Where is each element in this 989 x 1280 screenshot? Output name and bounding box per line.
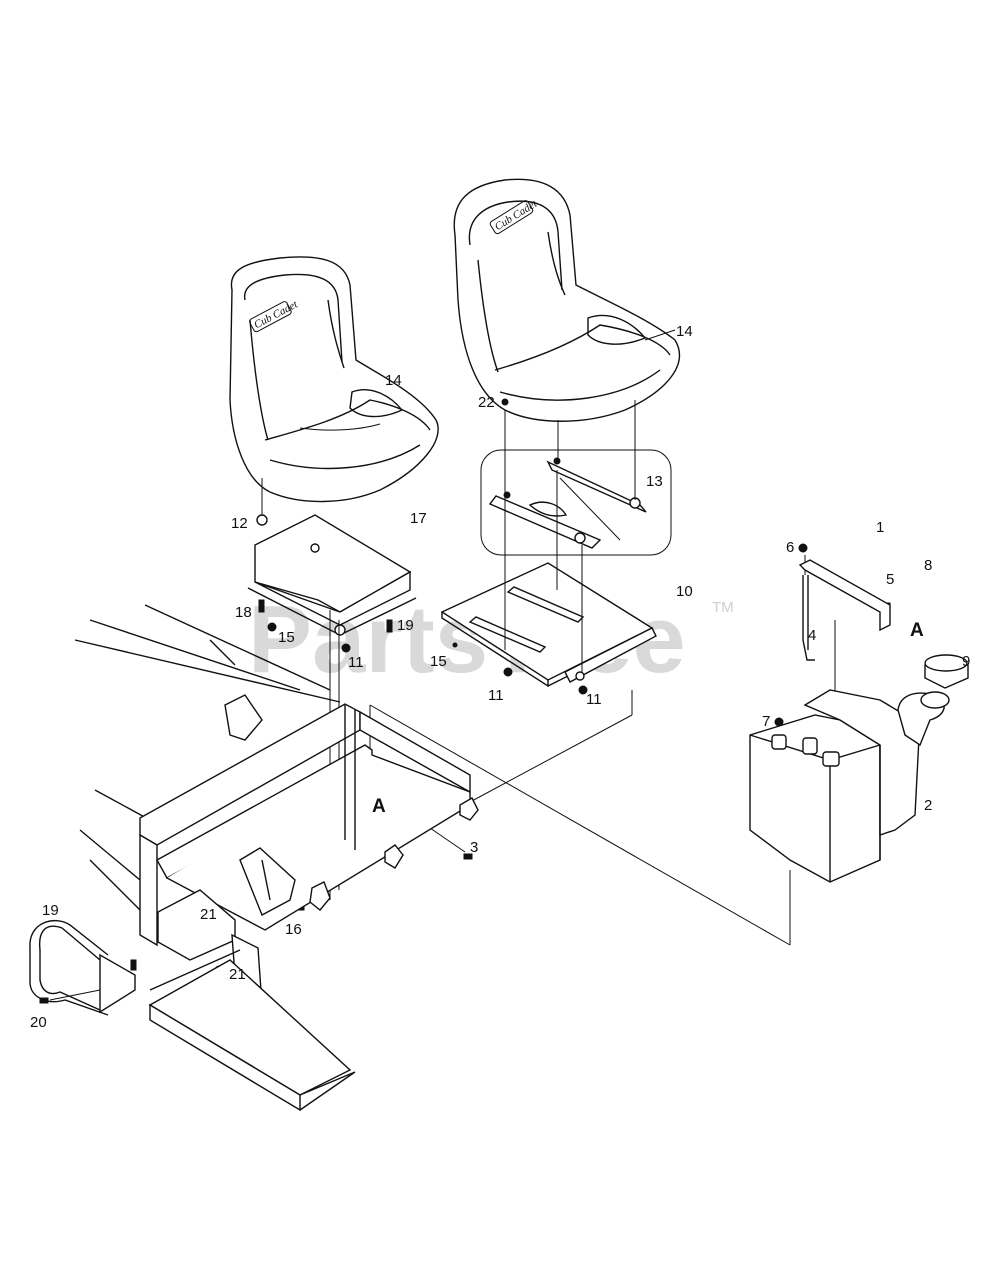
callout-15-left: 15: [278, 629, 295, 646]
callout-21-top: 21: [200, 906, 217, 923]
fuel-tank: [749, 654, 969, 883]
callout-4: 4: [808, 627, 816, 644]
callout-11-center: 11: [488, 687, 504, 704]
callout-5: 5: [886, 571, 894, 588]
callout-22: 22: [478, 394, 495, 411]
callout-19-top: 19: [397, 617, 414, 634]
callout-6: 6: [786, 539, 794, 556]
callout-1: 1: [876, 519, 884, 536]
callout-12: 12: [231, 515, 248, 532]
callout-14-right: 14: [676, 323, 693, 340]
callout-11-right: 11: [586, 691, 602, 708]
callout-16: 16: [285, 921, 302, 938]
callout-18: 18: [235, 604, 252, 621]
callout-7: 7: [762, 713, 770, 730]
right-seat-plate: [440, 562, 657, 688]
callout-20: 20: [30, 1014, 47, 1031]
leader-lines: [261, 329, 836, 946]
reference-A-bracket: A: [910, 620, 924, 641]
callout-15-right: 15: [430, 653, 447, 670]
callout-21-bottom: 21: [229, 966, 246, 983]
seat-rail-kit: [480, 449, 672, 556]
callout-13: 13: [646, 473, 663, 490]
callout-11-left: 11: [348, 654, 364, 671]
callouts: 1 2 3 4 5 6 7 8 9 10 11 11 11 12 13 14 1…: [30, 323, 970, 1031]
callout-2: 2: [924, 797, 932, 814]
frame: [74, 604, 479, 1112]
watermark-tm: TM: [712, 599, 734, 616]
callout-3: 3: [470, 839, 478, 856]
left-seat-plate: [247, 514, 417, 636]
callout-14-left: 14: [385, 372, 402, 389]
tow-hitch: [29, 920, 136, 1016]
reference-A-frame: A: [372, 796, 386, 817]
callout-9: 9: [962, 653, 970, 670]
callout-10: 10: [676, 583, 693, 600]
callout-19-hitch: 19: [42, 902, 59, 919]
left-seat: Cub Cadet: [229, 256, 439, 503]
tank-bracket: [798, 559, 891, 661]
callout-17: 17: [410, 510, 427, 527]
right-seat: Cub Cadet: [453, 178, 681, 422]
callout-8: 8: [924, 557, 932, 574]
